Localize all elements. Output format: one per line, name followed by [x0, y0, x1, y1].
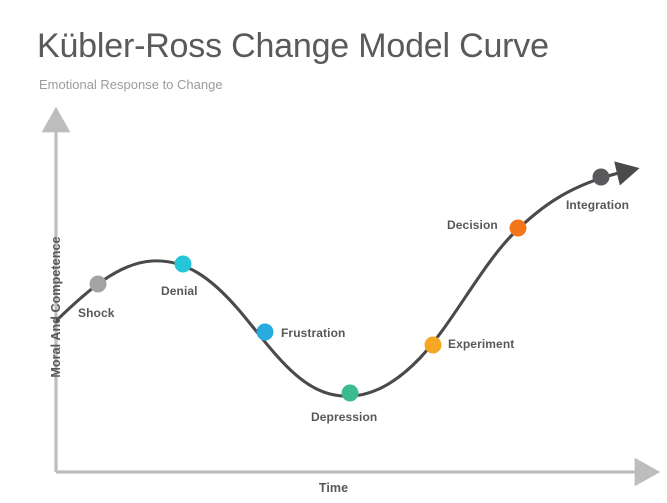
- label-frustration: Frustration: [281, 326, 346, 340]
- label-experiment: Experiment: [448, 337, 515, 351]
- data-point-shock[interactable]: [89, 275, 107, 293]
- page-title: Kübler-Ross Change Model Curve: [37, 27, 549, 65]
- label-decision: Decision: [447, 218, 498, 232]
- data-point-experiment[interactable]: [424, 336, 442, 354]
- y-axis-label: Moral And Competence: [49, 236, 63, 378]
- label-denial: Denial: [161, 284, 198, 298]
- label-integration: Integration: [566, 198, 630, 212]
- label-depression: Depression: [311, 410, 378, 424]
- data-point-decision[interactable]: [509, 219, 527, 237]
- x-axis-label: Time: [318, 481, 349, 495]
- label-shock: Shock: [78, 306, 115, 320]
- data-point-frustration[interactable]: [256, 323, 274, 341]
- data-point-depression[interactable]: [341, 384, 359, 402]
- data-point-integration[interactable]: [592, 168, 610, 186]
- data-point-dots: [89, 168, 610, 402]
- change-curve-path: [55, 161, 640, 398]
- data-point-denial[interactable]: [174, 255, 192, 273]
- page-subtitle: Emotional Response to Change: [39, 77, 223, 92]
